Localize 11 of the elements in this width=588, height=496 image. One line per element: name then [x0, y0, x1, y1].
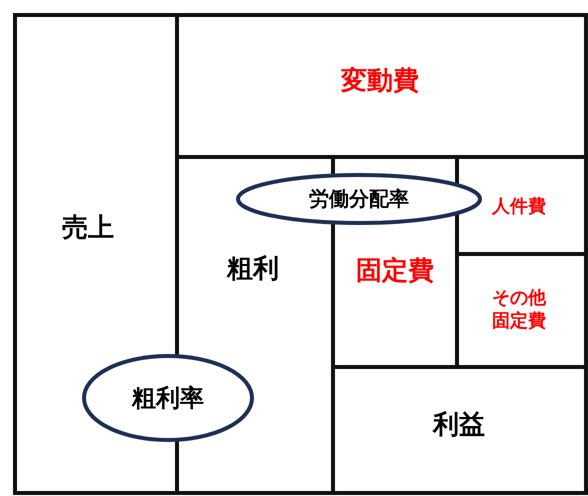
cell-label: その他固定費 [491, 288, 548, 332]
cell-label: 固定費 [356, 254, 434, 288]
cell-label: 労働分配率 [309, 186, 409, 212]
cell-label: 粗利 [227, 252, 279, 286]
cell-label: 粗利率 [132, 383, 204, 413]
cell-label: 売上 [62, 212, 114, 244]
cell-label: 利益 [433, 408, 485, 442]
cell-label: 人件費 [492, 196, 546, 218]
ratio-ellipse [82, 354, 254, 442]
ratio-ellipse [236, 173, 482, 225]
cell-label: 変動費 [341, 64, 419, 98]
